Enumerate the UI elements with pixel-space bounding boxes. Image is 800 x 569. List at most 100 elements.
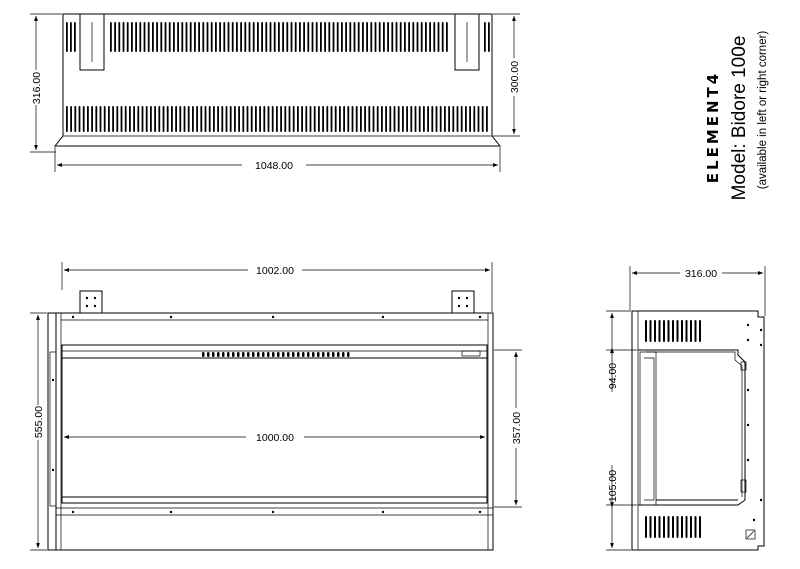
vent-slot — [685, 516, 688, 538]
vent-slot — [222, 352, 225, 357]
vent-slot — [273, 22, 276, 52]
vent-slot — [309, 106, 312, 132]
vent-slot — [672, 516, 674, 538]
vent-slot — [406, 106, 408, 132]
vent-slot — [672, 320, 674, 342]
vent-slot — [420, 22, 423, 52]
vent-slot — [414, 106, 417, 132]
screw-dot — [759, 343, 763, 347]
screw-dot — [746, 423, 750, 427]
vent-slot — [238, 106, 240, 132]
vent-slot — [307, 22, 310, 52]
front-inner-height-label: 357.00 — [511, 412, 523, 444]
vent-slot — [389, 106, 392, 132]
vent-slot — [246, 106, 249, 132]
vent-slot — [267, 106, 270, 132]
vent-slot — [108, 106, 110, 132]
vent-slot — [681, 516, 683, 538]
side-vent-slots-bottom — [645, 516, 701, 538]
model-name: Model: Bidore 100e — [729, 36, 750, 201]
screw-dot — [746, 458, 750, 462]
vent-slot — [362, 22, 364, 52]
screw-dot — [478, 510, 482, 514]
vent-slot — [255, 106, 257, 132]
vent-slot — [456, 106, 459, 132]
vent-slot — [303, 22, 305, 52]
vent-slot — [286, 22, 289, 52]
vent-slot — [287, 352, 290, 357]
top-view: 316.00 300.00 1048.00 — [30, 13, 521, 172]
vent-slot — [431, 106, 434, 132]
vent-slot — [91, 106, 93, 132]
vent-slot — [292, 106, 295, 132]
screw-dot — [71, 510, 75, 514]
vent-slot — [162, 106, 165, 132]
vent-slot — [690, 320, 692, 342]
vent-slot — [271, 106, 274, 132]
vent-slot — [194, 22, 196, 52]
screw-dot — [752, 518, 756, 522]
vent-slot — [397, 106, 400, 132]
vent-slot — [446, 22, 448, 52]
vent-slot — [208, 106, 211, 132]
vent-slot — [345, 22, 347, 52]
top-width-label: 1048.00 — [255, 160, 293, 172]
vent-slot — [158, 106, 161, 132]
vent-slot — [311, 22, 314, 52]
vent-slot — [196, 106, 198, 132]
vent-slot — [262, 352, 265, 357]
side-screw-dots — [746, 323, 763, 522]
vent-slot — [263, 106, 266, 132]
vent-slot — [257, 352, 260, 357]
vent-slot — [299, 22, 301, 52]
vent-slot — [387, 22, 389, 52]
vent-slot — [294, 22, 297, 52]
top-vent-slots-lower — [66, 106, 488, 132]
vent-slot — [177, 22, 179, 52]
vent-slot — [342, 352, 345, 357]
vent-slot — [200, 106, 203, 132]
side-view: 316.00 94.00 105.00 — [606, 266, 766, 551]
vent-slot — [676, 516, 679, 538]
vent-slot — [269, 22, 272, 52]
front-height-label: 555.00 — [33, 406, 45, 438]
vent-slot — [202, 22, 205, 52]
vent-slot — [143, 22, 146, 52]
vent-slot — [232, 352, 235, 357]
screw-dot — [71, 315, 75, 319]
vent-slot — [305, 106, 308, 132]
front-inner-width-label: 1000.00 — [256, 432, 294, 444]
vent-slot — [399, 22, 402, 52]
vent-slot — [147, 22, 150, 52]
vent-slot — [341, 22, 343, 52]
vent-slot — [690, 516, 692, 538]
vent-slot — [129, 106, 131, 132]
vent-slot — [66, 22, 68, 52]
vent-slot — [364, 106, 366, 132]
vent-slot — [133, 106, 135, 132]
vent-slot — [297, 106, 299, 132]
vent-slot — [213, 106, 215, 132]
vent-slot — [353, 22, 356, 52]
vent-slot — [395, 22, 398, 52]
vent-slot — [444, 106, 446, 132]
vent-slot — [351, 106, 354, 132]
vent-slot — [330, 106, 333, 132]
screw-dot — [759, 328, 763, 332]
vent-slot — [699, 320, 701, 342]
vent-slot — [282, 22, 284, 52]
vent-slot — [171, 106, 173, 132]
vent-slot — [236, 22, 238, 52]
vent-slot — [486, 106, 488, 132]
vent-slot — [202, 352, 205, 357]
vent-slot — [207, 352, 210, 357]
vent-slot — [378, 22, 381, 52]
vent-slot — [685, 320, 688, 342]
vent-slot — [261, 22, 263, 52]
vent-slot — [252, 22, 255, 52]
vent-slot — [318, 106, 320, 132]
vent-slot — [332, 352, 335, 357]
vent-slot — [332, 22, 335, 52]
vent-slot — [154, 106, 156, 132]
vent-slot — [416, 22, 419, 52]
